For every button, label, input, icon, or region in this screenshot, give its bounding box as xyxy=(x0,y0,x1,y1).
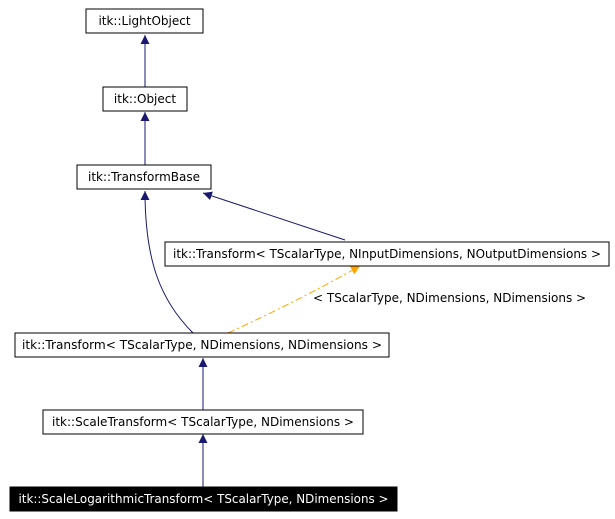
node-label: itk::ScaleLogarithmicTransform< TScalarT… xyxy=(19,492,389,506)
edges: < TScalarType, NDimensions, NDimensions … xyxy=(140,35,586,487)
node-label: itk::Object xyxy=(114,92,176,106)
node-label: itk::ScaleTransform< TScalarType, NDimen… xyxy=(52,415,354,429)
node-scale-logarithmic-transform[interactable]: itk::ScaleLogarithmicTransform< TScalarT… xyxy=(9,486,398,512)
node-transform-base[interactable]: itk::TransformBase xyxy=(76,164,212,190)
node-scale-transform[interactable]: itk::ScaleTransform< TScalarType, NDimen… xyxy=(42,409,364,435)
node-label: itk::Transform< TScalarType, NDimensions… xyxy=(22,338,382,352)
node-transform-instance[interactable]: itk::Transform< TScalarType, NDimensions… xyxy=(14,332,390,358)
node-label: itk::TransformBase xyxy=(88,170,200,184)
edge-label-template-args: < TScalarType, NDimensions, NDimensions … xyxy=(313,291,586,305)
node-object[interactable]: itk::Object xyxy=(102,86,188,112)
node-label: itk::LightObject xyxy=(98,14,190,28)
node-transform-generic[interactable]: itk::Transform< TScalarType, NInputDimen… xyxy=(164,241,610,267)
edge-transform-instance-to-transformbase xyxy=(140,190,194,334)
edge-transform-generic-to-transformbase xyxy=(202,191,346,241)
node-light-object[interactable]: itk::LightObject xyxy=(85,8,204,34)
node-label: itk::Transform< TScalarType, NInputDimen… xyxy=(173,247,601,261)
edge-transform-instance-to-transform-generic xyxy=(227,265,361,334)
